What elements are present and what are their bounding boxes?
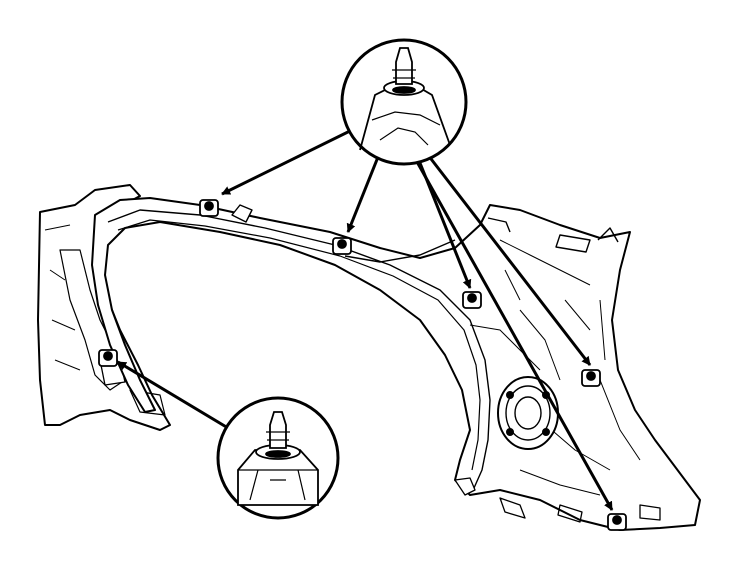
clip-detail-callout-top [340, 38, 468, 166]
speaker-grille [497, 376, 559, 450]
clip-locations [98, 199, 627, 531]
clip-marker-bottom-right [607, 513, 627, 531]
callout-arrows-top [221, 126, 614, 511]
clip-marker-upper-right [462, 291, 482, 309]
clip-marker-far-right [581, 369, 601, 387]
clip-marker-left-pillar [98, 349, 118, 367]
clip-marker-top-middle [332, 237, 352, 255]
quarter-trim-panel [91, 197, 701, 531]
callout-arrow-bottom [117, 360, 229, 430]
clip-detail-callout-bottom [216, 396, 340, 520]
clip-marker-top-left [199, 199, 219, 217]
